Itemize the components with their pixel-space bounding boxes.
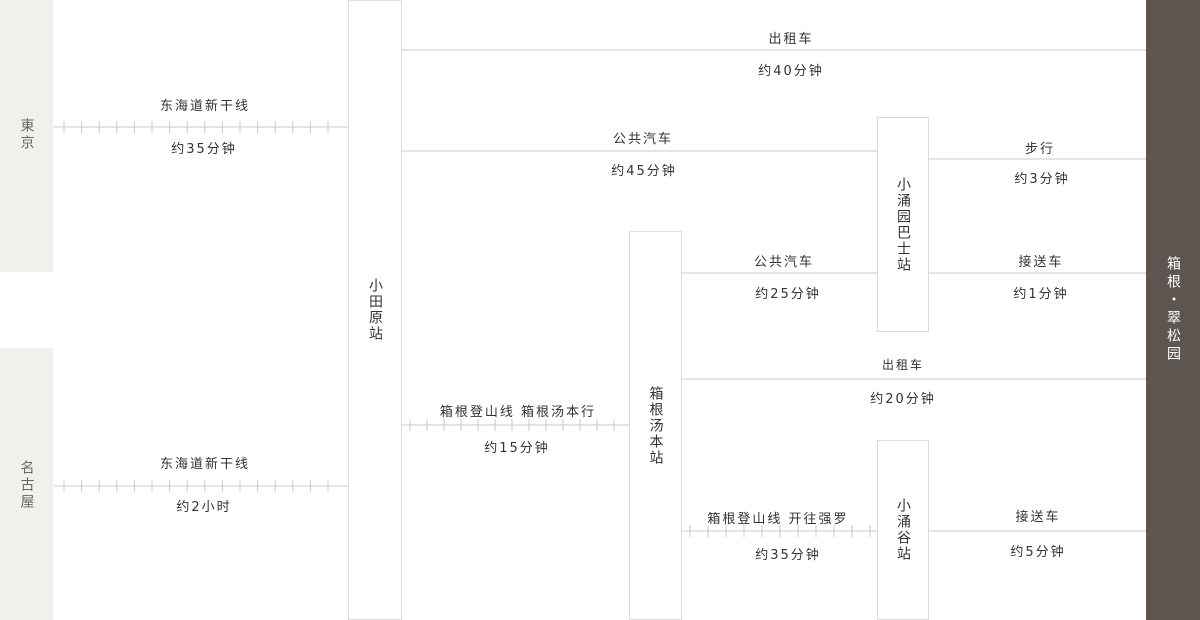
- route-name-tokyo: 东海道新干线: [159, 99, 251, 114]
- station-odawara-label: 小田原站: [367, 278, 383, 342]
- station-hakone-yumoto-label: 箱根汤本站: [647, 385, 664, 466]
- route-name-nagoya: 东海道新干线: [159, 457, 251, 472]
- rail-ticks-nagoya: [63, 480, 329, 492]
- route-time-yumoto-bus: 约25分钟: [755, 287, 821, 302]
- route-time-bus-shuttle: 约1分钟: [1013, 287, 1069, 302]
- route-time-kowakidani-shuttle: 约5分钟: [1010, 545, 1066, 560]
- route-name-bus-walk: 步行: [1024, 142, 1056, 157]
- rail-ticks-kowakidani: [689, 525, 871, 537]
- rail-ticks-yumoto: [409, 419, 615, 431]
- station-kowakidani-label: 小涌谷站: [895, 498, 911, 562]
- route-time-yumoto-kowakidani: 约35分钟: [755, 548, 821, 563]
- destination-label-wrap: 箱根・翠松园: [1146, 0, 1200, 620]
- route-name-odawara-yumoto: 箱根登山线 箱根汤本行: [439, 405, 597, 420]
- rail-ticks-tokyo: [63, 121, 329, 133]
- route-name-yumoto-bus: 公共汽车: [753, 255, 815, 270]
- station-kowakien-bus-label: 小涌园巴士站: [895, 176, 911, 273]
- origin-panel-tokyo: [0, 0, 53, 272]
- route-time-odawara-bus: 约45分钟: [611, 164, 677, 179]
- route-time-yumoto-taxi: 约20分钟: [870, 392, 936, 407]
- route-name-kowakidani-shuttle: 接送车: [1015, 510, 1061, 525]
- destination-panel: [1146, 0, 1200, 620]
- route-name-odawara-taxi: 出租车: [768, 32, 814, 47]
- route-time-nagoya: 约2小时: [176, 500, 232, 515]
- origin-nagoya: 名古屋: [18, 459, 35, 511]
- route-name-yumoto-kowakidani: 箱根登山线 开往强罗: [707, 512, 849, 527]
- route-time-odawara-yumoto: 约15分钟: [484, 441, 550, 456]
- station-odawara: 小田原站: [348, 0, 402, 620]
- origin-tokyo: 東京: [18, 118, 35, 152]
- station-kowakidani: 小涌谷站: [877, 440, 929, 620]
- origin-panel-nagoya: [0, 348, 53, 620]
- route-name-yumoto-taxi: 出租车: [881, 358, 925, 372]
- route-time-tokyo: 约35分钟: [171, 142, 237, 157]
- route-name-bus-shuttle: 接送车: [1018, 255, 1064, 270]
- route-time-bus-walk: 约3分钟: [1014, 172, 1070, 187]
- station-hakone-yumoto: 箱根汤本站: [629, 231, 682, 620]
- route-name-odawara-bus: 公共汽车: [612, 132, 674, 147]
- station-kowakien-bus: 小涌园巴士站: [877, 117, 929, 332]
- destination-label: 箱根・翠松园: [1165, 256, 1181, 364]
- route-time-odawara-taxi: 约40分钟: [758, 64, 824, 79]
